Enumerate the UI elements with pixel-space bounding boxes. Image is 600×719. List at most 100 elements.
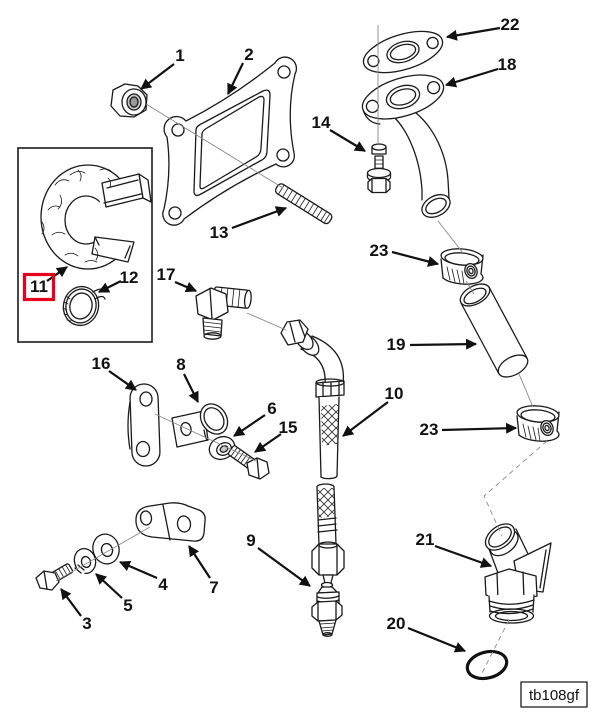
callout-20[interactable]: 20 [387,614,467,653]
callout-22-label[interactable]: 22 [501,15,520,34]
callout-22-arrow [445,26,501,41]
part-gasket-2 [162,56,298,226]
callout-21-arrow [434,544,493,568]
callout-2-arrow [227,62,244,95]
callout-15-arrow [254,433,282,453]
callout-23-lower[interactable]: 23 [420,420,518,439]
callout-23-upper[interactable]: 23 [370,241,440,267]
part-bolt-15 [227,445,270,480]
callout-8[interactable]: 8 [176,355,199,403]
callout-12-arrow [98,280,122,293]
part-gasket-22 [362,30,444,74]
callout-1-label[interactable]: 1 [175,46,184,65]
callout-8-label[interactable]: 8 [176,355,185,374]
callout-1-arrow [140,63,175,90]
callout-18[interactable]: 18 [444,55,517,88]
callout-13[interactable]: 13 [210,206,288,242]
part-bolt-14 [366,143,392,194]
callout-7-arrow [188,545,211,579]
callout-13-label[interactable]: 13 [210,223,229,242]
callout-13-arrow [231,206,288,230]
callout-12[interactable]: 12 [98,268,139,293]
callout-9[interactable]: 9 [246,531,311,587]
callout-21-label[interactable]: 21 [416,530,435,549]
callout-3[interactable]: 3 [60,588,92,633]
callout-15-label[interactable]: 15 [279,418,298,437]
callout-5-arrow [95,573,123,599]
callout-6[interactable]: 6 [233,399,277,437]
selection-highlight-box [22,272,56,302]
part-fitting-21 [484,523,552,624]
callout-5-label[interactable]: 5 [123,596,132,615]
callout-23-upper-arrow [391,250,440,267]
callout-16[interactable]: 16 [92,354,137,391]
part-hose-clamp-23a [439,246,485,285]
part-fitting-9 [311,581,343,637]
callout-5[interactable]: 5 [95,573,133,615]
part-clamp-8 [171,403,229,448]
inset-box-items-11-12 [17,147,153,343]
callout-3-arrow [60,588,82,617]
callout-15[interactable]: 15 [254,418,298,453]
part-hose-19 [459,283,529,378]
callout-17-label[interactable]: 17 [157,265,176,284]
callout-4-label[interactable]: 4 [158,575,168,594]
callout-18-label[interactable]: 18 [498,55,517,74]
callout-8-arrow [183,373,199,403]
callout-10[interactable]: 10 [342,384,404,437]
callout-2-label[interactable]: 2 [244,45,253,64]
callout-19[interactable]: 19 [387,335,478,354]
callout-23-lower-label[interactable]: 23 [420,420,439,439]
figure-code-box: tb108gf [520,681,588,708]
callout-4[interactable]: 4 [118,560,168,594]
part-bracket-16 [127,383,161,467]
part-oring-20 [465,649,509,681]
callout-19-label[interactable]: 19 [387,335,406,354]
callout-20-label[interactable]: 20 [387,614,406,633]
callout-11[interactable]: 11 [30,266,68,296]
callout-9-label[interactable]: 9 [246,531,255,550]
part-nut-1 [110,83,148,118]
part-bolt-3 [35,563,74,591]
callout-7-label[interactable]: 7 [209,578,218,597]
callout-7[interactable]: 7 [188,545,219,597]
callout-23-lower-arrow [441,422,518,434]
callout-21[interactable]: 21 [416,530,493,568]
part-drain-tube-18 [361,74,451,218]
callout-16-arrow [108,370,137,391]
callout-14[interactable]: 14 [312,113,366,152]
part-clamp-band-12 [62,285,107,327]
part-elbow-17 [195,286,252,340]
callout-16-label[interactable]: 16 [92,354,111,373]
part-bracket-7 [135,502,206,542]
part-stud-13 [274,183,333,225]
callouts: 1 2 3 4 5 6 7 8 [30,15,520,653]
part-hose-10 [280,319,345,584]
callout-18-arrow [444,67,499,88]
figure-code-text: tb108gf [529,687,580,704]
callout-19-arrow [409,338,478,350]
callout-12-label[interactable]: 12 [120,268,139,287]
part-hose-clamp-23b [515,403,561,442]
callout-9-arrow [257,547,311,587]
callout-22[interactable]: 22 [445,15,520,41]
callout-1[interactable]: 1 [140,46,185,90]
callout-3-label[interactable]: 3 [82,614,91,633]
callout-17-arrow [174,280,198,293]
callout-20-arrow [407,626,467,653]
callout-17[interactable]: 17 [157,265,198,293]
assembly-centerlines [55,25,548,676]
callout-2[interactable]: 2 [227,45,254,95]
callout-10-label[interactable]: 10 [385,384,404,403]
callout-6-label[interactable]: 6 [267,399,276,418]
callout-23-upper-label[interactable]: 23 [370,241,389,260]
callout-14-label[interactable]: 14 [312,113,331,132]
callout-6-arrow [233,414,266,437]
callout-11-arrow [46,266,68,282]
part-insulation-11 [40,164,152,270]
callout-4-arrow [118,560,158,580]
callout-10-arrow [342,401,389,437]
callout-11-label[interactable]: 11 [30,277,48,296]
